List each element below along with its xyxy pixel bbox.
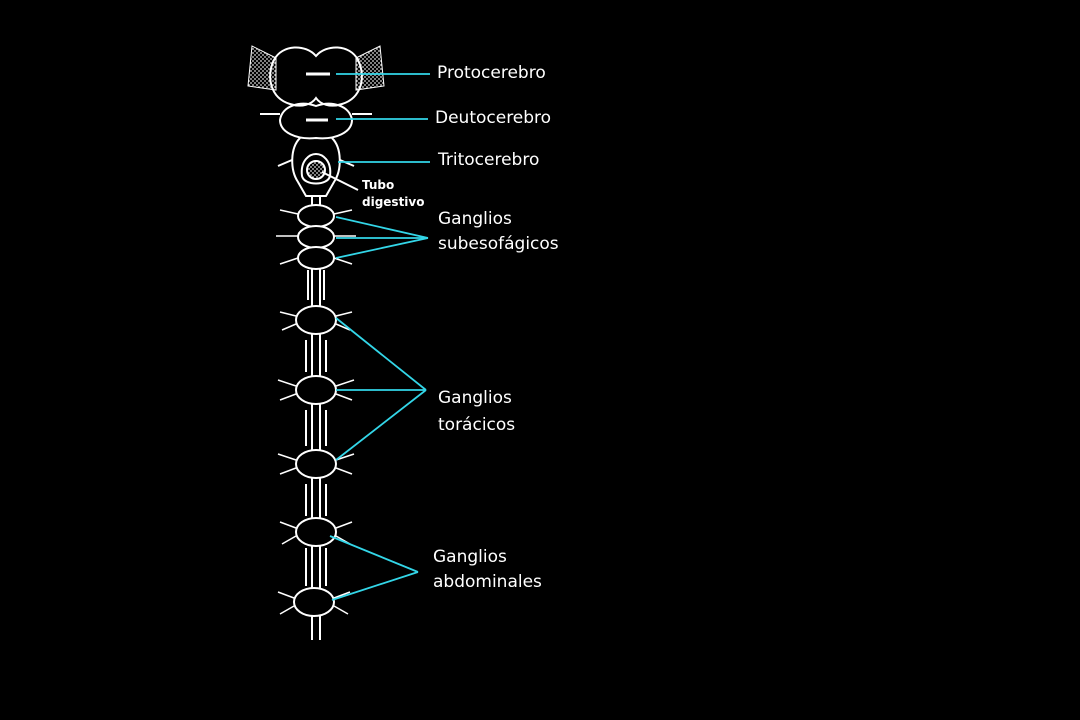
label-ganglios-subesofagicos: Ganglios subesofágicos [438,207,559,256]
subesophageal-ganglion-2 [297,225,335,249]
nerve-cord [305,196,327,640]
abdominal-ganglia [277,517,353,617]
leader-abdominales-2 [331,571,419,601]
tritocerebrum [277,137,355,197]
label-tubo-digestivo: Tubo digestivo [362,177,425,212]
label-abdominales-line1: Ganglios [433,547,507,567]
deutocerebrum [260,102,372,140]
protocerebrum [269,46,363,107]
subesophageal-ganglia [276,204,356,270]
label-deutocerebro: Deutocerebro [435,108,552,128]
abdominal-ganglion-1 [295,517,337,547]
leader-abdominales-1 [329,535,419,573]
optic-lobe-right [355,45,385,91]
thoracic-ganglia [277,305,355,479]
optic-lobe-left [247,45,277,91]
leader-lines [329,73,430,601]
thoracic-ganglion-1 [295,305,337,335]
label-subesofagicos-line2: subesofágicos [438,233,559,254]
label-tubo-digestivo-line2: digestivo [362,195,425,210]
label-toracicos-line1: Ganglios [438,388,512,408]
label-toracicos-line2: torácicos [438,415,516,436]
leader-toracicos-3 [335,389,427,461]
leader-subesofagicos-3 [335,237,429,259]
label-ganglios-abdominales: Ganglios abdominales [433,545,542,594]
label-ganglios-toracicos: Ganglios torácicos [438,385,515,439]
leader-subesofagicos-1 [335,216,429,239]
abdominal-ganglion-2 [293,587,335,617]
thoracic-ganglion-3 [295,449,337,479]
leader-toracicos-1 [335,317,427,391]
label-tubo-digestivo-line1: Tubo [362,178,395,192]
label-tritocerebro: Tritocerebro [438,150,540,170]
label-subesofagicos-line1: Ganglios [438,209,512,229]
label-abdominales-line2: abdominales [433,571,542,592]
subesophageal-ganglion-1 [297,204,335,228]
optic-lobes [247,45,385,91]
thoracic-ganglion-2 [295,375,337,405]
digestive-tube [306,160,326,180]
leader-tubo-digestivo [321,171,359,191]
label-protocerebro: Protocerebro [437,63,546,83]
subesophageal-ganglion-3 [297,246,335,270]
